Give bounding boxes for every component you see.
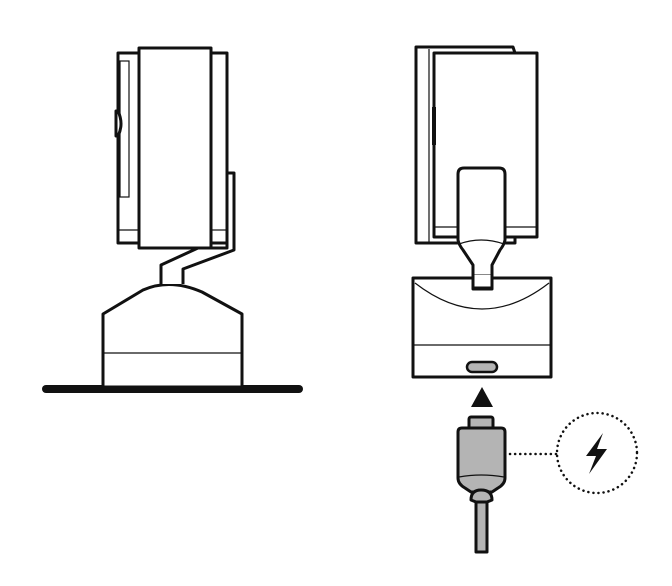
dock-connector [456,166,507,290]
camera-side-view [42,46,303,393]
camera-body [137,46,213,250]
arrow-up-icon [471,387,493,407]
charging-dock [411,276,553,379]
usb-c-plug-icon [456,415,507,554]
camera-dock-view [411,45,639,554]
power-indicator-circle [555,411,639,495]
mount-base [101,283,244,389]
lightning-bolt-icon [586,433,607,474]
usb-c-port-icon [465,360,499,374]
dock-arc [414,282,550,310]
side-button-icon [114,109,123,138]
connector-stem [471,275,494,290]
connector-curve [458,239,505,245]
